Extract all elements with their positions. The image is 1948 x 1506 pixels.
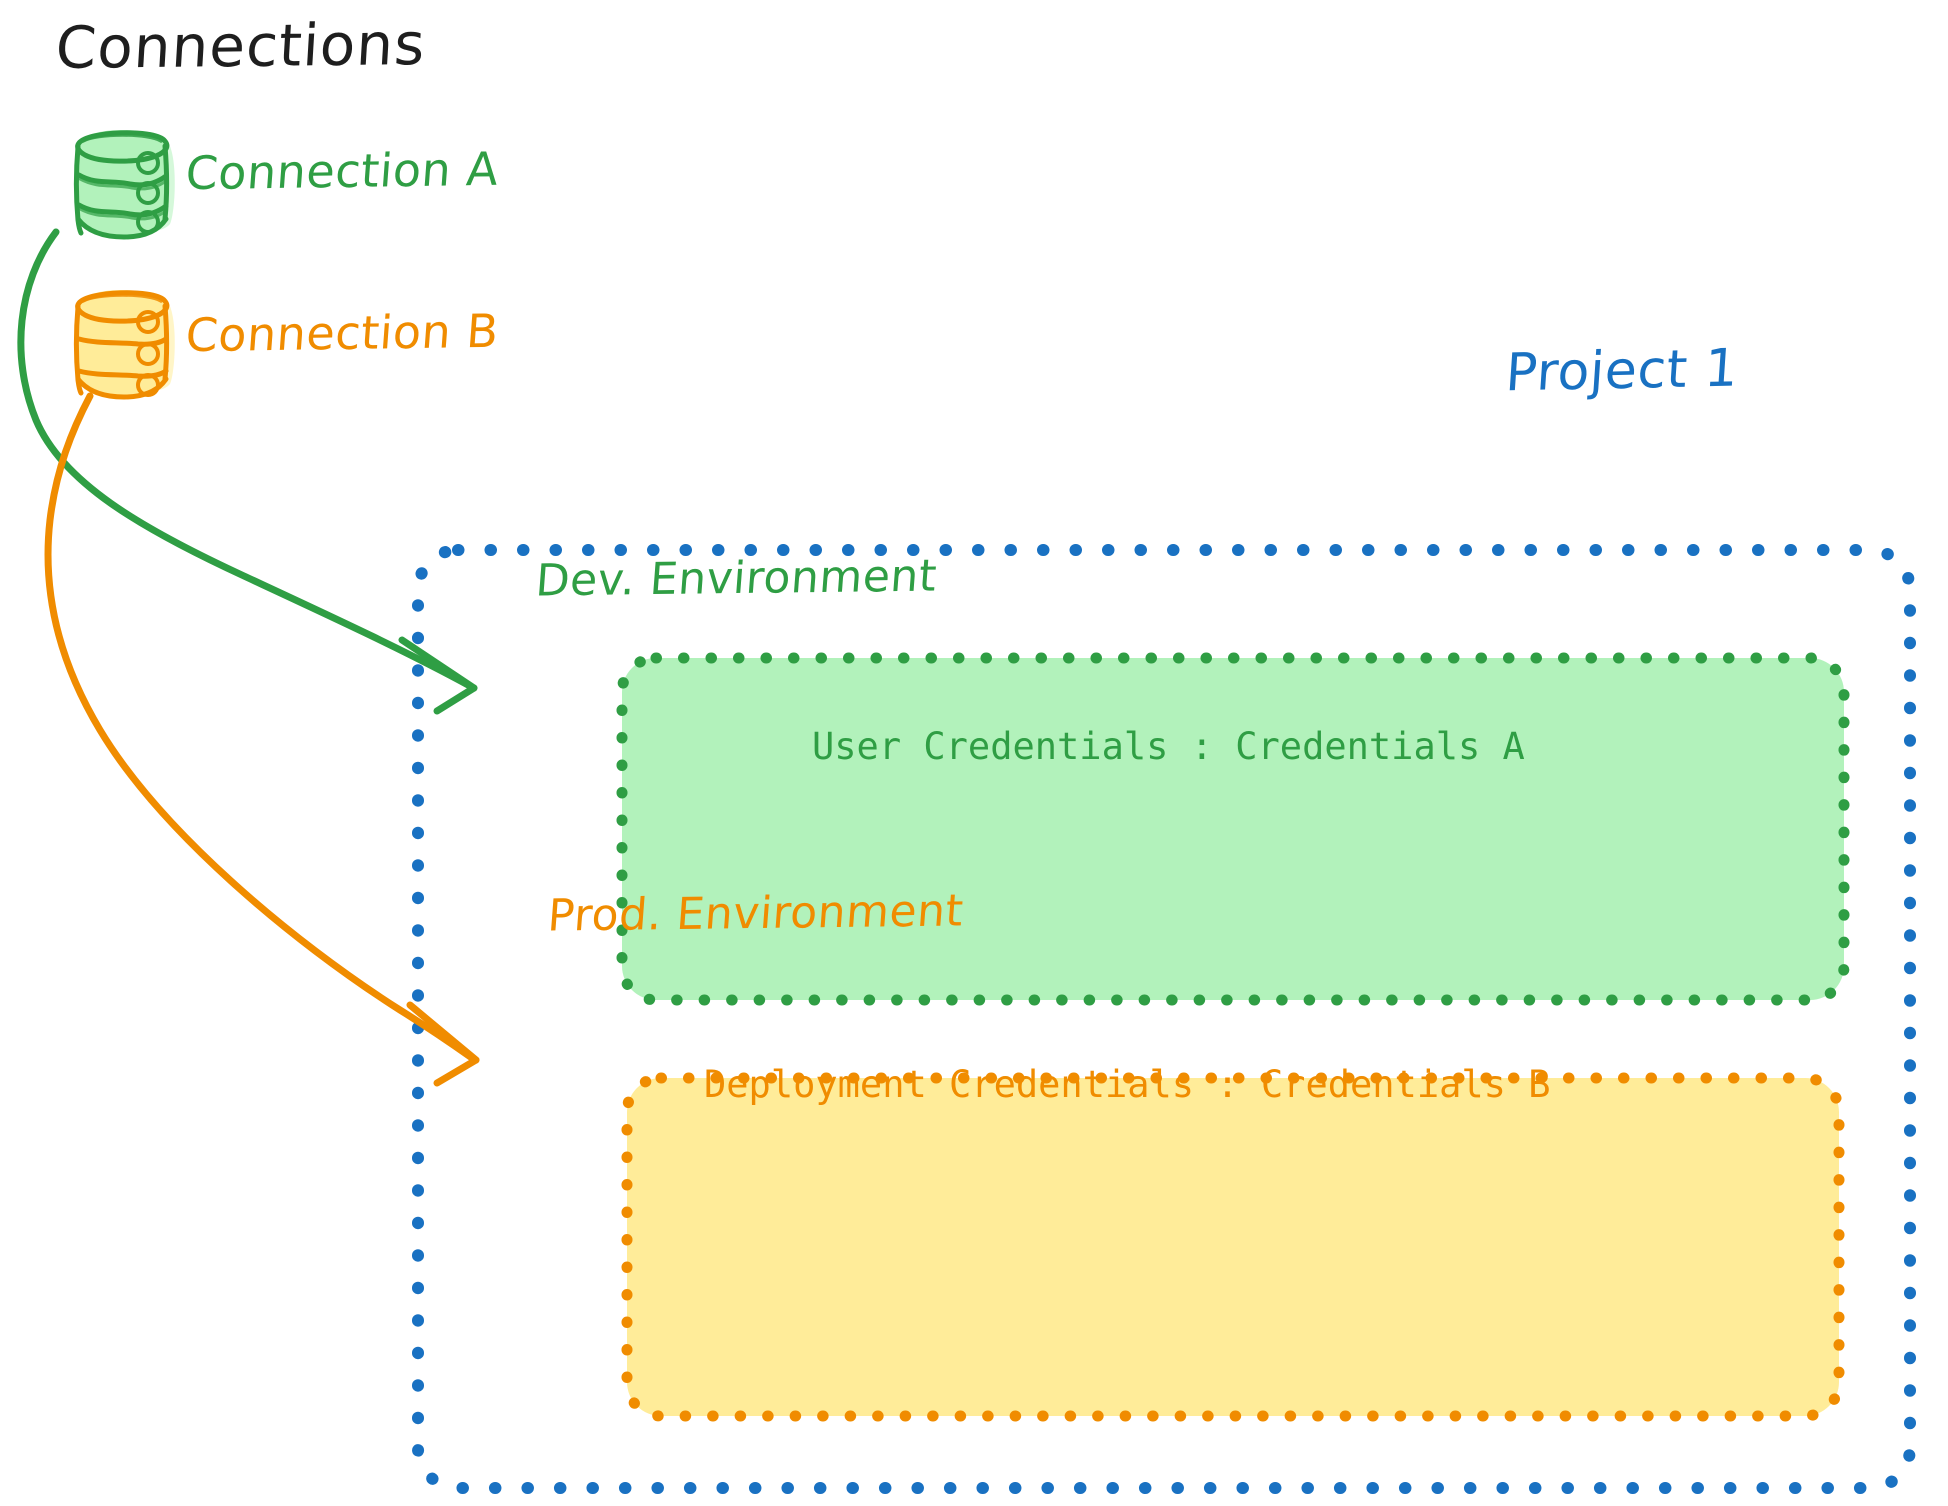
connection-b-label[interactable]: Connection B — [183, 303, 501, 363]
db-indicator-icon — [136, 210, 160, 234]
database-icon-connection-a[interactable] — [74, 130, 175, 240]
dev-environment-fill — [622, 658, 1844, 1000]
db-indicator-icon — [136, 373, 160, 397]
connection-a-label[interactable]: Connection A — [183, 141, 501, 201]
dev-environment-credentials: User Credentials : Credentials A — [812, 725, 1525, 768]
dev-environment-dotted-border — [616, 652, 1850, 1006]
arrow-connection-a-to-dev — [17, 228, 478, 715]
dev-environment-title: Dev. Environment — [533, 550, 939, 607]
dev-environment-box[interactable] — [616, 652, 1850, 1006]
project-title: Project 1 — [1503, 338, 1741, 404]
arrow-connection-b-to-prod — [44, 392, 480, 1087]
db-indicator-icon — [136, 151, 160, 175]
prod-environment-dotted-border — [621, 1072, 1845, 1422]
db-indicator-icon — [136, 310, 160, 334]
prod-environment-fill — [627, 1078, 1839, 1416]
db-indicator-icon — [136, 342, 160, 366]
database-icon-connection-b[interactable] — [74, 290, 175, 400]
prod-environment-credentials: Deployment Credentials : Credentials B — [704, 1063, 1551, 1106]
db-indicator-icon — [136, 181, 160, 205]
prod-environment-title: Prod. Environment — [545, 885, 966, 942]
page-title: Connections — [53, 10, 428, 82]
prod-environment-box[interactable] — [621, 1072, 1845, 1422]
